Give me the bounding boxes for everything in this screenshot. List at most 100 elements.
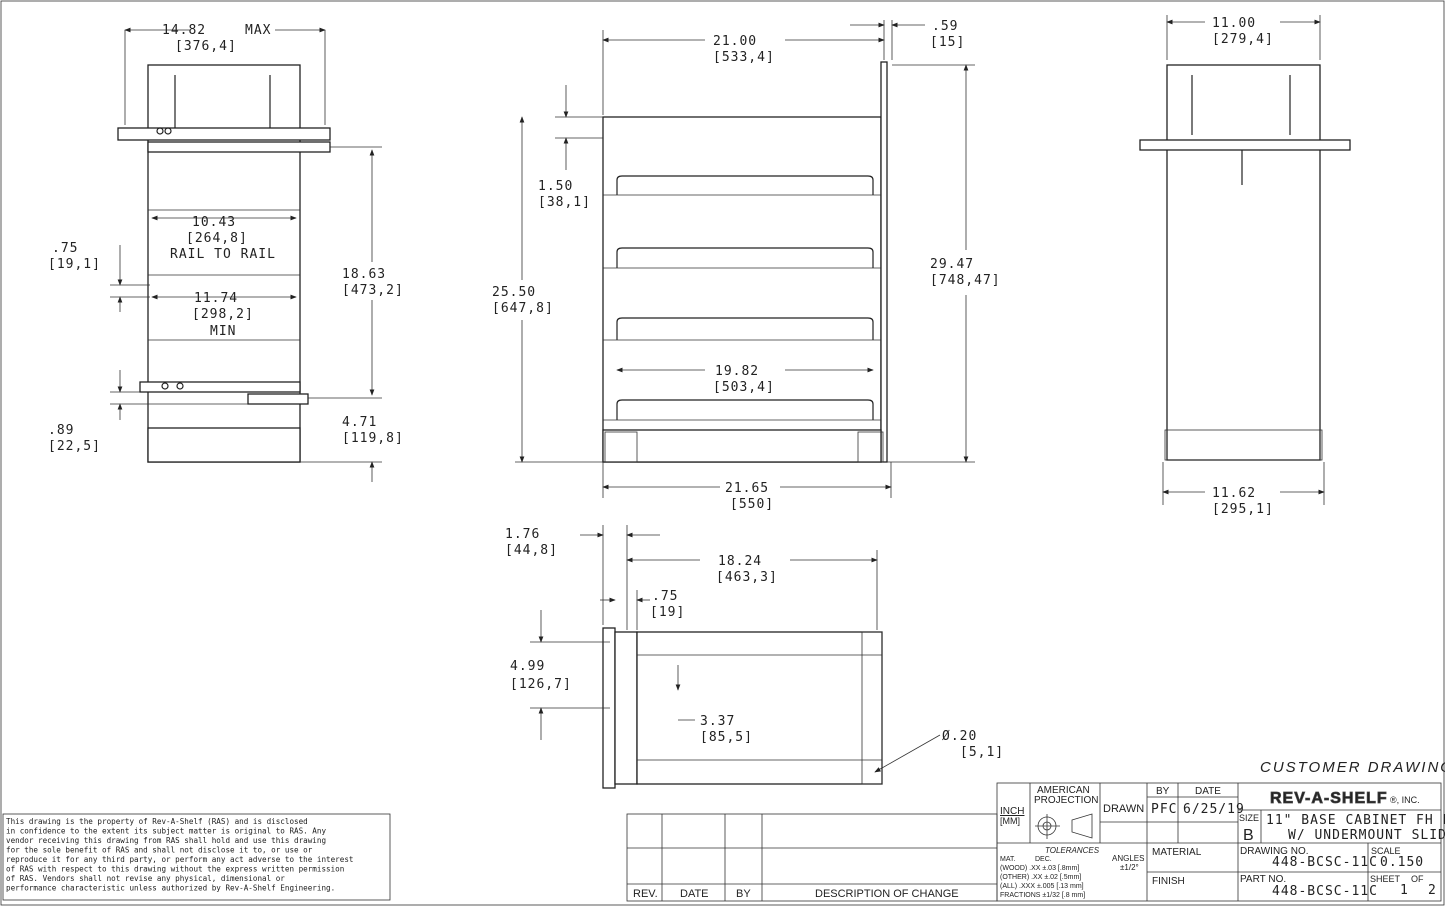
top-view-body: [636, 631, 883, 785]
svg-text:DATE: DATE: [1195, 786, 1221, 797]
revision-table: REV. DATE BY DESCRIPTION OF CHANGE: [626, 813, 998, 902]
svg-text:PART NO.: PART NO.: [1240, 874, 1286, 885]
back-view-body: [1166, 64, 1321, 461]
svg-text:DATE: DATE: [680, 888, 709, 900]
back-view: 11.00 [279,4] 11.62 [295,1]: [1139, 15, 1351, 517]
svg-text:[85,5]: [85,5]: [700, 730, 753, 745]
dim-offset-top: .75: [52, 241, 78, 256]
svg-text:DESCRIPTION OF CHANGE: DESCRIPTION OF CHANGE: [815, 888, 959, 900]
svg-text:AMERICAN: AMERICAN: [1037, 785, 1090, 796]
disclaimer-box: This drawing is the property of Rev-A-Sh…: [2, 813, 391, 901]
svg-text:MAT.: MAT.: [1000, 856, 1015, 863]
svg-text:This drawing is the property o: This drawing is the property of Rev-A-Sh…: [6, 817, 308, 826]
svg-text:of RAS with respect to this dr: of RAS with respect to this drawing with…: [6, 865, 344, 874]
svg-text:[503,4]: [503,4]: [713, 380, 775, 395]
svg-text:B: B: [1243, 827, 1254, 844]
svg-text:REV-A-SHELF: REV-A-SHELF: [1270, 790, 1388, 807]
dim-rail-span: 18.63: [342, 267, 386, 282]
svg-text:(WOOD) .XX ±.03 [.8mm]: (WOOD) .XX ±.03 [.8mm]: [1000, 865, 1079, 872]
svg-text:MATERIAL: MATERIAL: [1152, 847, 1202, 858]
front-view: 14.82 MAX [376,4] 10.43 [264,8] RAIL TO …: [48, 23, 404, 482]
dim-shelf-depth: 19.82: [715, 364, 759, 379]
svg-text:[MM]: [MM]: [1000, 816, 1020, 826]
dim-top-width: 11.00: [1212, 16, 1256, 31]
svg-text:INCH: INCH: [1000, 806, 1024, 817]
svg-text:TOLERANCES: TOLERANCES: [1045, 846, 1100, 855]
dim-offset-bottom: .89: [48, 423, 74, 438]
dim-bottom-rail: 4.71: [342, 415, 377, 430]
svg-text:(OTHER) .XX ±.02 [.5mm]: (OTHER) .XX ±.02 [.5mm]: [1000, 874, 1081, 881]
side-view-body: [602, 116, 882, 463]
svg-text:in confidence to the extent it: in confidence to the extent its subject …: [6, 827, 326, 836]
svg-text:W/ UNDERMOUNT SLIDES: W/ UNDERMOUNT SLIDES: [1288, 828, 1445, 843]
svg-text:REV.: REV.: [633, 888, 658, 900]
dim-hole-dia: Ø.20: [942, 729, 977, 744]
svg-text:FINISH: FINISH: [1152, 876, 1185, 887]
rev-a-shelf-logo: REV-A-SHELF ®, INC.: [1270, 790, 1420, 808]
svg-text:performance characteristic unl: performance characteristic unless author…: [6, 884, 335, 893]
title-block: INCH [MM] AMERICAN PROJECTION DRAWN BY D…: [996, 782, 1445, 902]
svg-text:1: 1: [1400, 883, 1409, 898]
svg-text:6/25/19: 6/25/19: [1183, 802, 1245, 817]
svg-text:[376,4]: [376,4]: [175, 39, 237, 54]
svg-text:[533,4]: [533,4]: [713, 50, 775, 65]
dim-cabinet-height: 25.50: [492, 285, 536, 300]
svg-text:[44,8]: [44,8]: [505, 543, 558, 558]
dim-depth: 21.00: [713, 34, 757, 49]
svg-text:0.150: 0.150: [1380, 855, 1424, 870]
dim-min-opening: 11.74: [194, 291, 238, 306]
svg-text:DEC.: DEC.: [1035, 856, 1052, 863]
dim-hole-spacing: 4.99: [510, 659, 545, 674]
svg-text:[748,47]: [748,47]: [930, 273, 1001, 288]
svg-text:RAIL TO RAIL: RAIL TO RAIL: [170, 247, 276, 262]
svg-text:[5,1]: [5,1]: [960, 745, 1004, 760]
svg-text:DRAWN: DRAWN: [1103, 803, 1144, 815]
svg-text:[647,8]: [647,8]: [492, 301, 554, 316]
svg-text:of RAS. Vendors shall not rev: of RAS. Vendors shall not revise any phy…: [6, 874, 285, 883]
svg-text:[22,5]: [22,5]: [48, 439, 101, 454]
svg-text:SHEET: SHEET: [1370, 874, 1401, 884]
svg-text:[119,8]: [119,8]: [342, 431, 404, 446]
svg-text:[463,3]: [463,3]: [716, 570, 778, 585]
svg-text:448-BCSC-11C: 448-BCSC-11C: [1272, 884, 1378, 899]
side-view: 21.00 [533,4] .59 [15] 1.50 [38,1] 25.50…: [492, 19, 1001, 512]
svg-text:FRACTIONS ±1/32 [.8 mm]: FRACTIONS ±1/32 [.8 mm]: [1000, 892, 1085, 899]
svg-text:MIN: MIN: [210, 324, 236, 339]
svg-text:[38,1]: [38,1]: [538, 195, 591, 210]
svg-text:±1/2°: ±1/2°: [1120, 863, 1139, 872]
dim-top-gap: 1.50: [538, 179, 573, 194]
svg-text:[279,4]: [279,4]: [1212, 32, 1274, 47]
dim-overall-depth: 21.65: [725, 481, 769, 496]
dim-slide-length: 18.24: [718, 554, 762, 569]
svg-text:448-BCSC-11C: 448-BCSC-11C: [1272, 855, 1378, 870]
svg-text:SCALE: SCALE: [1371, 846, 1401, 856]
svg-text:DRAWING NO.: DRAWING NO.: [1240, 846, 1309, 857]
dim-bracket: .59: [932, 19, 958, 34]
third-angle-projection-icon: [1035, 813, 1093, 839]
dim-bottom-width: 11.62: [1212, 486, 1256, 501]
svg-text:reproduce it for any third par: reproduce it for any third party, or per…: [6, 855, 353, 864]
svg-text:BY: BY: [736, 888, 751, 900]
dim-slot: 3.37: [700, 714, 735, 729]
svg-text:PROJECTION: PROJECTION: [1034, 795, 1098, 806]
svg-text:for the sole benefit of RAS an: for the sole benefit of RAS and shall no…: [6, 846, 313, 855]
svg-text:ANGLES: ANGLES: [1112, 854, 1144, 863]
svg-text:MAX: MAX: [245, 23, 271, 38]
top-mount-bar: [117, 127, 331, 141]
svg-text:vendor receiving this drawing: vendor receiving this drawing from RAS s…: [6, 836, 326, 845]
svg-text:[126,7]: [126,7]: [510, 677, 572, 692]
svg-text:[264,8]: [264,8]: [186, 231, 248, 246]
svg-text:PFC: PFC: [1151, 802, 1177, 817]
svg-text:11" BASE CABINET FH PULLOUT: 11" BASE CABINET FH PULLOUT: [1266, 813, 1445, 828]
svg-text:BY: BY: [1156, 786, 1170, 797]
svg-text:®, INC.: ®, INC.: [1390, 795, 1420, 805]
svg-text:[473,2]: [473,2]: [342, 283, 404, 298]
svg-text:[19,1]: [19,1]: [48, 257, 101, 272]
dim-rail-to-rail: 10.43: [192, 215, 236, 230]
svg-text:(ALL) .XXX ±.005 [.13 mm]: (ALL) .XXX ±.005 [.13 mm]: [1000, 883, 1084, 890]
svg-text:[550]: [550]: [730, 497, 774, 512]
svg-text:OF: OF: [1411, 874, 1424, 884]
dim-overall-height: 29.47: [930, 257, 974, 272]
